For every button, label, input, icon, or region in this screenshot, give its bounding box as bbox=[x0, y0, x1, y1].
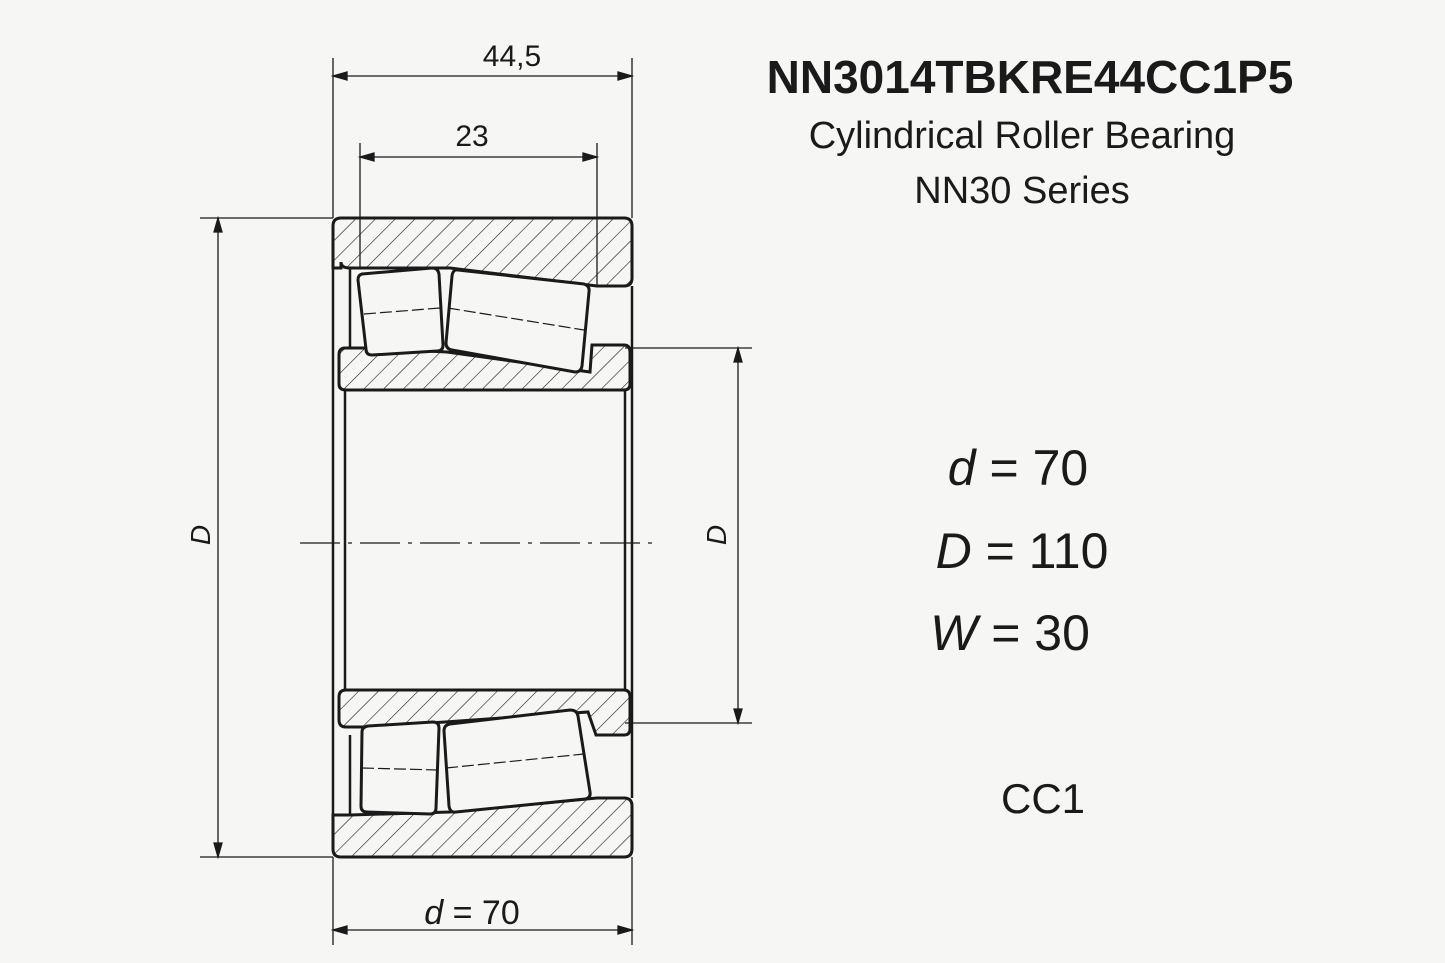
spec-outer-diameter: D = 110 bbox=[936, 523, 1109, 579]
part-number: NN3014TBKRE44CC1P5 bbox=[767, 51, 1294, 103]
roller-axes bbox=[361, 307, 585, 771]
inner-width-label: 23 bbox=[455, 120, 488, 153]
inner-ring-top bbox=[337, 343, 632, 392]
spec-bore: d = 70 bbox=[948, 440, 1088, 496]
dimension-bottom-width bbox=[330, 857, 635, 945]
dimension-overall-width bbox=[330, 58, 635, 218]
clearance-class: CC1 bbox=[1001, 775, 1085, 822]
dimension-outer-diameter bbox=[200, 215, 333, 860]
roller-top-large bbox=[444, 268, 591, 374]
spec-width: W = 30 bbox=[930, 605, 1090, 661]
outer-diameter-label: D bbox=[185, 525, 216, 545]
bore-lines bbox=[331, 268, 634, 815]
dimension-inner-width bbox=[357, 143, 600, 285]
bore-label: D bbox=[701, 525, 732, 545]
bottom-dimension-label: d = 70 bbox=[424, 894, 520, 932]
outer-ring-bottom bbox=[331, 796, 634, 859]
dimension-bore bbox=[625, 345, 752, 726]
outer-ring-top bbox=[331, 216, 634, 288]
bearing-type: Cylindrical Roller Bearing bbox=[809, 115, 1236, 157]
roller-bottom-small bbox=[359, 720, 441, 816]
bearing-series: NN30 Series bbox=[914, 170, 1129, 212]
overall-width-label: 44,5 bbox=[483, 40, 541, 73]
